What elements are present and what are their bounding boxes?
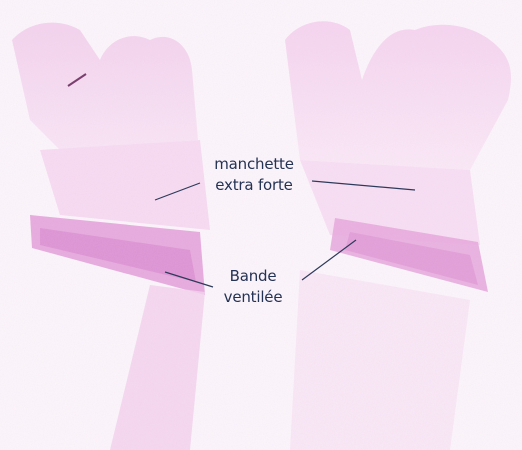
label-cuff-line1: manchette (198, 154, 310, 175)
label-band-line1: Bande (208, 266, 298, 287)
label-band-line2: ventilée (208, 287, 298, 308)
label-cuff-line2: extra forte (198, 175, 310, 196)
label-cuff: manchette extra forte (198, 154, 310, 196)
label-band: Bande ventilée (208, 266, 298, 308)
